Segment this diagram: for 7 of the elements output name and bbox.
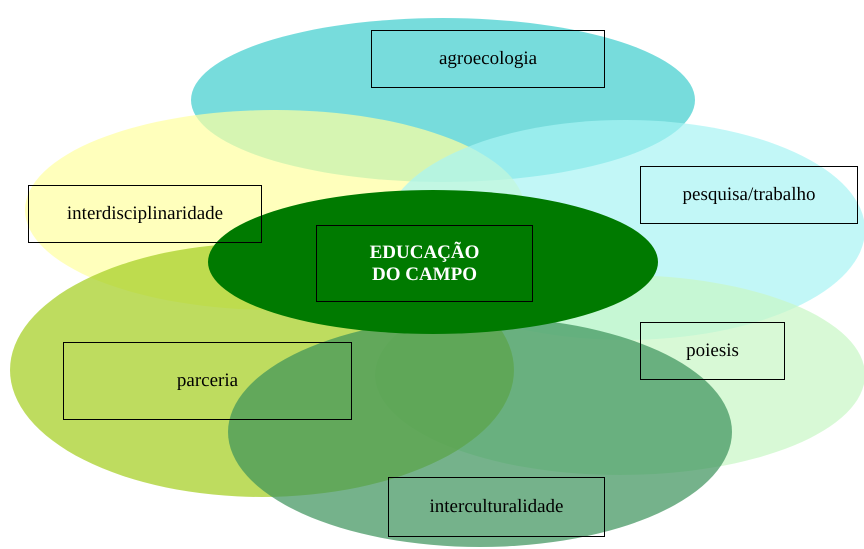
concept-label: EDUCAÇÃO DO CAMPO [316,225,533,302]
concept-label: agroecologia [371,30,605,88]
concept-label: parceria [63,342,352,420]
concept-label: interculturalidade [388,477,605,537]
concept-label: poiesis [640,322,785,380]
concept-label: interdisciplinaridade [28,185,262,243]
concept-label: pesquisa/trabalho [640,166,858,224]
